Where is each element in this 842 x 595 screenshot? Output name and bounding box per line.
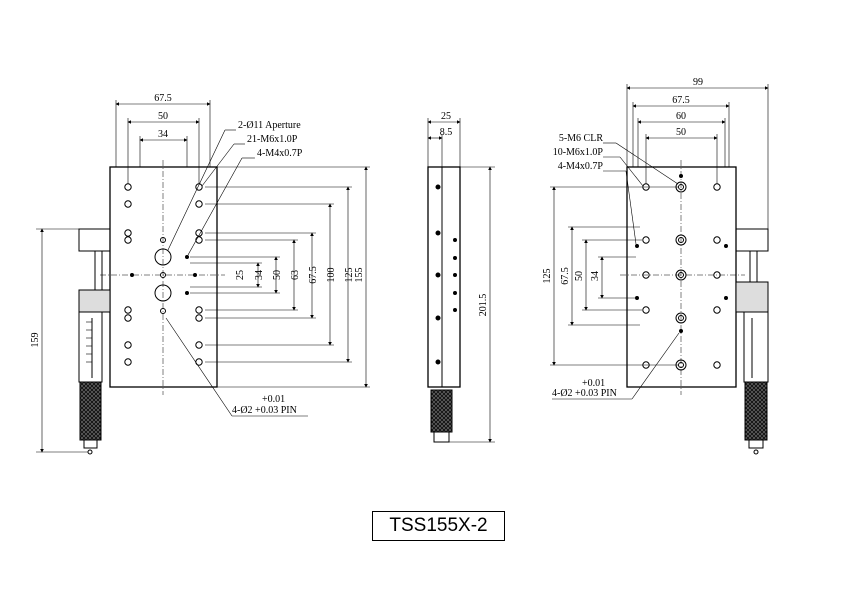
right-micrometer-thimble [744,381,768,441]
dim-63: 63 [290,270,301,280]
middle-dim-201-5: 201.5 [478,294,489,317]
m6-tap-callout: 21-M6x1.0P [247,134,298,145]
left-pin-callout: 4-Ø2 +0.03 PIN [232,405,297,416]
right-view [550,84,769,455]
dim-67-5: 67.5 [308,266,319,284]
left-dim-159: 159 [30,333,41,348]
side-profile-body [427,166,461,388]
right-pin-callout: 4-Ø2 +0.03 PIN [552,388,617,399]
left-dim-67-5: 67.5 [154,93,172,104]
right-dim-60: 60 [676,111,686,122]
dim-155: 155 [354,268,365,283]
model-title: TSS155X-2 [372,511,505,541]
middle-view [427,118,495,443]
dim-100: 100 [326,268,337,283]
right-dim-67-5: 67.5 [672,95,690,106]
right-micrometer-sleeve [743,311,769,383]
right-micrometer-bracket [735,228,769,252]
m4-tap-callout: 4-M4x0.7P [257,148,303,159]
middle-dim-8-5: 8.5 [440,127,453,138]
aperture-callout: 2-Ø11 Aperture [238,120,301,131]
left-pin-tolerance: +0.01 [262,394,285,405]
right-dim-34-v: 34 [590,271,601,281]
right-dim-50-v: 50 [574,271,585,281]
right-dim-125: 125 [542,269,553,284]
dim-25: 25 [235,270,246,280]
right-pin-tolerance: +0.01 [582,378,605,389]
left-dim-50: 50 [158,111,168,122]
m4-tap-callout-right: 4-M4x0.7P [558,161,604,172]
right-dim-67-5-v: 67.5 [560,267,571,285]
dim-50: 50 [272,270,283,280]
aperture-hole [154,248,172,266]
left-dim-34: 34 [158,129,168,140]
right-dim-99: 99 [693,77,703,88]
right-tapped-holes [642,183,721,369]
left-stage-plate [109,166,218,388]
m6-tap-callout-right: 10-M6x1.0P [553,147,604,158]
dim-34: 34 [254,270,265,280]
left-micrometer-thimble [79,381,102,441]
left-right-dim-labels: 25 34 50 63 67.5 100 125 155 [235,266,365,284]
right-micrometer-clamp [735,281,769,313]
right-dim-50: 50 [676,127,686,138]
dim-125: 125 [344,268,355,283]
right-stage-plate [626,166,737,388]
side-micrometer-thimble [430,389,453,433]
left-tapped-holes-col1 [124,183,132,366]
left-view [36,100,370,455]
left-micrometer-bracket [78,228,111,252]
left-micrometer-sleeve [78,311,103,383]
left-micrometer-clamp [78,289,111,313]
aperture-hole [154,284,172,302]
m6-clr-callout: 5-M6 CLR [559,133,604,144]
middle-dim-25: 25 [441,111,451,122]
